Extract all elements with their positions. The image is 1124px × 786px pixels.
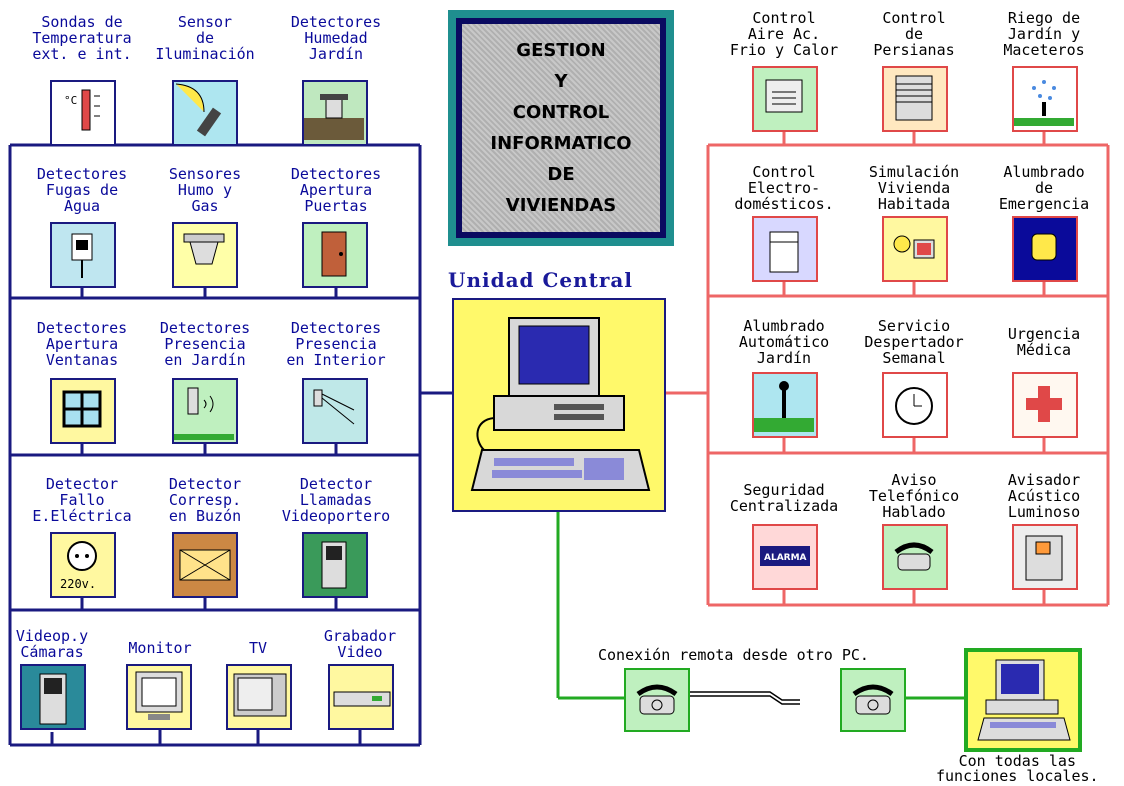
camera-intercom-icon (20, 664, 86, 730)
appliances-label: Control Electro- domésticos. (734, 163, 834, 213)
telephone-icon (852, 684, 894, 715)
remote-connection-label: Conexión remota desde otro PC. (598, 646, 869, 664)
siren-label: Avisador Acústico Luminoso (1007, 471, 1081, 521)
vcr-label: Grabador Video (323, 627, 397, 661)
power-label: Detector Fallo E.Eléctrica (32, 475, 132, 525)
window-icon (50, 378, 116, 444)
emergency-label: Alumbrado de Emergencia (998, 163, 1090, 213)
power-outlet-icon: 220v. (50, 532, 116, 598)
vcr-icon (328, 664, 394, 730)
smoke-detector-icon (172, 222, 238, 288)
blinds-label: Control de Persianas (873, 9, 955, 59)
water-leak-icon (50, 222, 116, 288)
cams-label: Videop.y Cámaras (15, 627, 89, 661)
intercom-icon (302, 532, 368, 598)
door-label: Detectores Apertura Puertas (290, 165, 382, 215)
medical-label: Urgencia Médica (1007, 325, 1081, 359)
monitor-icon (126, 664, 192, 730)
svg-text:ALARMA: ALARMA (764, 553, 807, 563)
emergency-light-icon (1012, 216, 1078, 282)
telephone-icon (882, 524, 948, 590)
alarm-clock-icon (882, 372, 948, 438)
modem-phone-remote (840, 668, 906, 732)
alarm-panel-icon: ALARMA (752, 524, 818, 590)
street-lamp-icon (752, 372, 818, 438)
light-label: Sensor de Iluminación (155, 13, 255, 63)
gardenlight-label: Alumbrado Automático Jardín (738, 317, 830, 367)
central-unit-label: Unidad Central (448, 268, 633, 292)
humidity-label: Detectores Humedad Jardín (290, 13, 382, 63)
temp-label: Sondas de Temperatura ext. e int. (32, 13, 132, 63)
interior-label: Detectores Presencia en Interior (286, 319, 386, 369)
monitor-label: Monitor (128, 639, 192, 657)
simulation-label: Simulación Vivienda Habitada (868, 163, 960, 213)
diagram-title: GESTION Y CONTROL INFORMATICO DE VIVIEND… (490, 40, 632, 216)
ac-label: Control Aire Ac. Frio y Calor (729, 9, 839, 59)
mail-label: Detector Corresp. en Buzón (168, 475, 242, 525)
appliance-icon (752, 216, 818, 282)
security-label: Seguridad Centralizada (729, 481, 839, 515)
svg-text:°C: °C (64, 94, 77, 107)
irrigation-label: Riego de Jardín y Maceteros (1003, 9, 1085, 59)
intercom-label: Detector Llamadas Videoportero (281, 475, 391, 525)
leak-label: Detectores Fugas de Agua (36, 165, 128, 215)
blinds-icon (882, 66, 948, 132)
phone-label: Aviso Telefónico Hablado (868, 471, 960, 521)
mailbox-icon (172, 532, 238, 598)
door-icon (302, 222, 368, 288)
humidity-probe-icon (302, 80, 368, 146)
garden-label: Detectores Presencia en Jardín (159, 319, 251, 369)
title-panel: GESTION Y CONTROL INFORMATICO DE VIVIEND… (448, 10, 674, 246)
smoke-label: Sensores Humo y Gas (168, 165, 242, 215)
thermometer-icon: °C (50, 80, 116, 146)
motion-sensor-icon (172, 378, 238, 444)
remote-pc-icon (964, 648, 1082, 752)
medical-cross-icon (1012, 372, 1078, 438)
interior-sensor-icon (302, 378, 368, 444)
sprinkler-icon (1012, 66, 1078, 132)
window-label: Detectores Apertura Ventanas (36, 319, 128, 369)
lamp-tv-icon (882, 216, 948, 282)
tv-icon (226, 664, 292, 730)
tv-label: TV (248, 639, 268, 657)
telephone-icon (636, 684, 678, 715)
remote-footer-label: Con todas las funciones locales. (936, 752, 1099, 785)
sun-sensor-icon (172, 80, 238, 146)
modem-phone-local (624, 668, 690, 732)
svg-text:220v.: 220v. (60, 577, 96, 591)
air-conditioner-icon (752, 66, 818, 132)
siren-icon (1012, 524, 1078, 590)
alarmclock-label: Servicio Despertador Semanal (864, 317, 964, 367)
central-computer-icon (452, 298, 666, 512)
